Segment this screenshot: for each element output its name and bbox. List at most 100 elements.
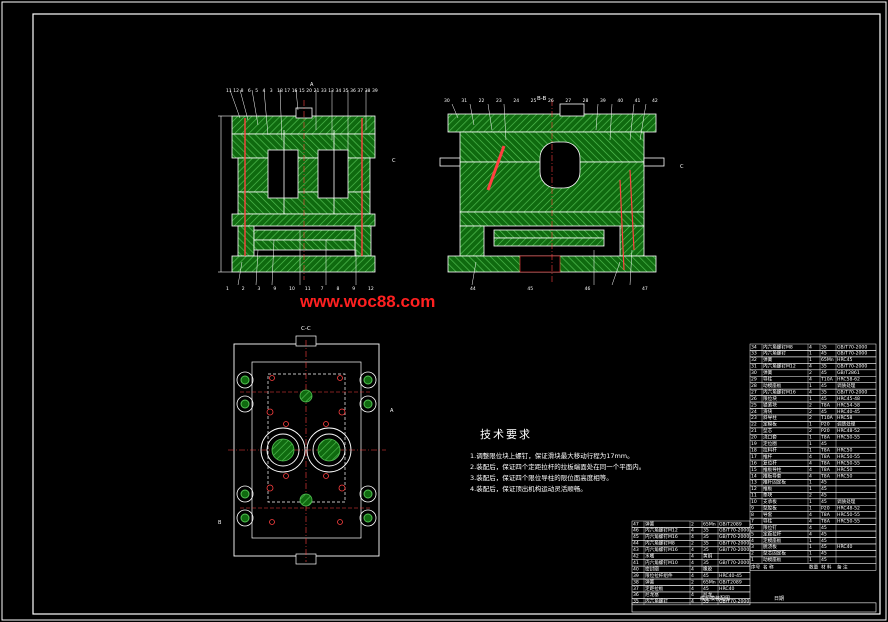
bom-right-cell: 1 [809,422,812,428]
bom-right-cell: 30 [751,370,757,376]
bom-right-cell: T8A [820,454,831,460]
bom-left-cell: 橡胶 [703,565,713,572]
front-callout: 11 [226,88,232,94]
bom-right-cell: 45 [821,383,827,389]
bom-right-cell: HRC50-55 [837,454,860,460]
side-bottom-callout: 45 [527,286,533,292]
bom-right-cell: 内六角螺钉M12 [763,363,796,370]
bom-right-cell: GB/T70-2000 [837,344,867,350]
bom-right-cell: 8 [751,512,754,518]
bom-left-cell: 45 [703,573,709,579]
bom-right-cell: 弹簧 [763,369,773,376]
bom-right-cell: HRC45 [837,357,853,363]
side-callout: 30 [444,98,450,104]
side-callout: 22 [479,98,485,104]
bom-right-cell: 45 [821,480,827,486]
bom-right-cell: 1 [809,557,812,563]
bom-right-cell: 34 [751,344,757,350]
bom-right-cell: T8A [820,518,831,524]
bom-right-cell: 调质处理 [837,498,856,505]
bom-left-cell: 内六角螺钉M12 [645,527,678,534]
bom-right-cell: 45 [821,493,827,499]
bom-header-cell: 数量 [809,563,819,570]
side-callout: 23 [496,98,502,104]
bom-left-cell: 4 [691,547,694,553]
bom-header-cell: 名 称 [763,563,774,570]
bom-right-cell: 1 [809,538,812,544]
bom-right-cell: 锁紧块 [763,401,777,408]
bom-left-cell: 39 [633,573,639,579]
bom-right-cell: 3 [751,544,754,550]
front-callout: 34 [336,88,342,94]
bom-right-cell: 20 [751,435,757,441]
bom-left-cell: 尼龙塞 [645,591,659,598]
bom-right-cell: GB/T70-2000 [837,364,867,370]
bom-right-cell: 28 [751,383,757,389]
front-callout: 16 [292,88,298,94]
side-bottom-callout: 44 [470,286,476,292]
bom-right-cell: 10 [751,499,757,505]
bom-left-cell: GB/T70-2000 [719,534,749,540]
bom-right-cell: HRC40-45 [837,409,860,415]
bom-left-cell: 内六角螺钉 [645,598,668,605]
bom-right-cell: 2 [809,428,812,434]
bom-left-cell: 4 [691,599,694,605]
front-bottom-callout: 2 [242,286,245,292]
bom-right-cell: 1 [809,480,812,486]
bom-right-cell: 1 [751,557,754,563]
bom-left-cell: 水嘴 [645,553,655,560]
bom-right-cell: 浇口套 [763,434,777,441]
bom-right-cell: 垫块 [763,492,773,499]
side-bottom-callout: 46 [585,286,591,292]
bom-right-cell: HRC48-52 [837,506,860,512]
section-label-bb: B-B [537,96,547,102]
front-callout: 39 [372,88,378,94]
bom-left-cell: GB/T2089 [719,521,742,527]
front-callout: 35 [343,88,349,94]
bom-right-cell: 4 [809,518,812,524]
bom-right-cell: P20 [821,422,830,428]
bom-right-cell: 导柱 [763,376,773,383]
bom-right-cell: HRC45-48 [837,396,860,402]
bom-right-cell: 内六角螺钉 [763,350,786,357]
front-bottom-callout: 1 [226,286,229,292]
bom-right-cell: 45 [821,441,827,447]
bom-right-cell: 16 [751,460,757,466]
bom-right-cell: 2 [809,493,812,499]
title-block-date: 日期 [774,596,784,602]
bom-right-cell: GB/T2861 [837,370,860,376]
bom-right-cell: 脱浇板 [763,543,777,550]
bom-right-cell: 动模座板 [763,382,782,389]
bom-left-cell: 内六角螺钉M16 [645,546,678,553]
bom-right-cell: 型芯 [763,427,773,434]
front-callout: 36 [350,88,356,94]
bom-right-cell: 2 [809,402,812,408]
bom-right-cell: 45 [821,396,827,402]
bom-left-cell: 45 [703,586,709,592]
bom-right-cell: 定距拉杆 [763,530,782,537]
bom-right-cell: 定位圈 [763,440,777,447]
bom-left-cell: 尼龙 [703,591,713,598]
bom-left-cell: GB/T70-2000 [719,547,749,553]
bom-left-cell: 41 [633,560,639,566]
bom-right-cell: 内六角螺钉M16 [763,388,796,395]
bom-left-cell: 35 [703,560,709,566]
front-callout: 21 [314,88,320,94]
bom-left-cell: GB/T2089 [719,579,742,585]
bom-left-cell: 46 [633,528,639,534]
bom-right-cell: 拉料杆 [763,446,777,453]
bom-right-cell: P20 [821,506,830,512]
bom-right-cell: HRC54-58 [837,402,860,408]
bom-left-cell: HRC40 [719,586,735,592]
bom-right-cell: 19 [751,441,757,447]
bom-header-cell: 材 料 [821,563,832,570]
drawing-frame [32,13,881,615]
bom-right-cell: 45 [821,538,827,544]
bom-right-cell: HRC58 [837,415,853,421]
bom-right-cell: 动模座板 [763,556,782,563]
bom-right-cell: 31 [751,364,757,370]
bom-left-cell: GB/T70-2000 [719,599,749,605]
plan-view [228,335,386,565]
tech-requirements-title: 技术要求 [480,428,532,441]
bom-right-cell: 型腔板 [763,505,777,512]
